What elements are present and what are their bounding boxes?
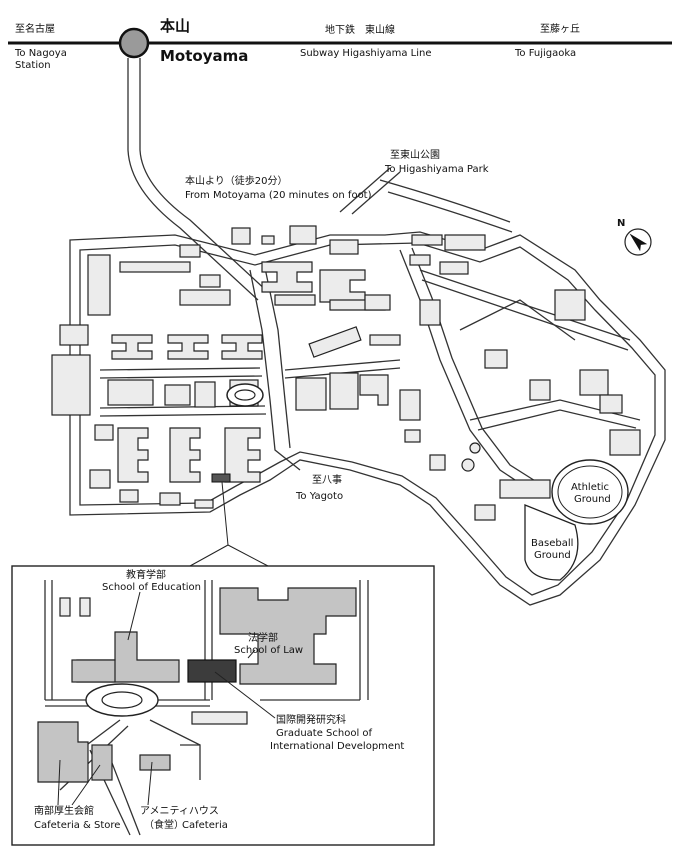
station-name-en: Motoyama [160,47,249,65]
road-to-park [339,167,391,213]
west-direction-en-1: To Nagoya [15,48,67,59]
amenity-house-building [139,754,171,771]
education-label-en: School of Education [102,582,201,593]
amenity-label-jp-2: （食堂） [144,820,184,831]
building-cluster-east [409,234,641,521]
east-direction-en: To Fujigaoka [515,48,577,59]
east-direction-jp: 至藤ヶ丘 [540,24,580,35]
from-motoyama-jp: 本山より（徒歩20分） [185,176,288,187]
north-label: N [617,218,626,229]
north-arrow [624,228,652,256]
gsid-label-jp: 国際開発研究科 [276,715,346,726]
south-welfare-building [37,721,89,783]
south-hall-label-jp: 南部厚生会館 [34,806,94,817]
station-name-jp: 本山 [160,17,191,35]
campus-outline [69,231,666,606]
gsid-location-marker [211,473,231,483]
motoyama-station-marker [118,27,150,59]
baseball-ground [524,504,579,581]
subway-line-en: Subway Higashiyama Line [300,48,432,59]
amenity-label-jp: アメニティハウス [140,806,219,817]
athletic-ground-label-2: Ground [574,494,611,505]
subway-line-jp: 地下鉄 東山線 [325,25,395,36]
school-of-law-building [219,587,357,685]
to-yagoto-en: To Yagoto [296,491,344,502]
building-cluster-west [111,225,359,483]
from-motoyama-en: From Motoyama (20 minutes on foot) [185,190,372,201]
baseball-ground-label-1: Baseball [531,538,574,549]
gsid-label-en-2: International Development [270,741,405,752]
to-yagoto-jp: 至八事 [312,475,342,486]
gsid-building [187,659,237,683]
athletic-ground-label-1: Athletic [571,482,610,493]
to-park-jp: 至東山公園 [390,150,440,161]
west-direction-en-2: Station [15,60,51,71]
baseball-ground-label-2: Ground [534,550,571,561]
law-label-jp: 法学部 [248,633,278,644]
to-park-en: To Higashiyama Park [385,164,489,175]
west-direction-jp: 至名古屋 [15,24,55,35]
gsid-label-en-1: Graduate School of [276,728,373,739]
law-label-en: School of Law [234,645,304,656]
south-hall-label-en: Cafeteria & Store [34,820,121,831]
road-from-motoyama [127,58,259,301]
building-cluster-center [261,261,481,472]
education-label-jp: 教育学部 [126,570,166,581]
amenity-label-en: Cafeteria [182,820,228,831]
